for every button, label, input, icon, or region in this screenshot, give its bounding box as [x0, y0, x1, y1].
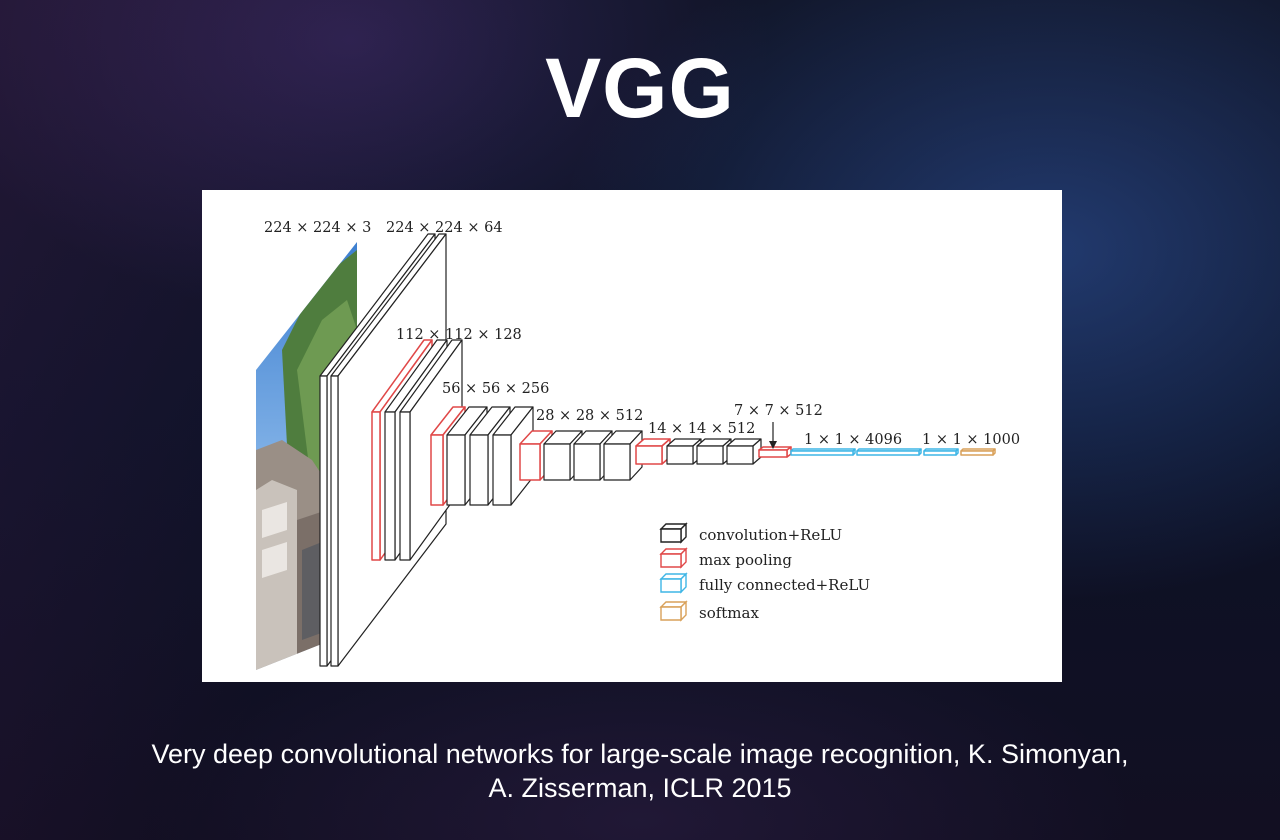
legend-label-fc: fully connected+ReLU [699, 576, 870, 594]
softmax-box [960, 448, 996, 456]
legend-label-pool: max pooling [699, 551, 792, 569]
label-block5-size: 14 × 14 × 512 [648, 421, 755, 437]
label-block3-size: 56 × 56 × 256 [442, 381, 549, 397]
label-softmax-size: 1 × 1 × 1000 [922, 432, 1020, 448]
legend-icon-softmax [659, 600, 688, 622]
label-input-size: 224 × 224 × 3 [264, 220, 371, 236]
conv5-1-box [666, 438, 702, 465]
legend-label-conv: convolution+ReLU [699, 526, 842, 544]
caption-line-2: A. Zisserman, ICLR 2015 [488, 773, 792, 803]
fc7-box [856, 448, 922, 456]
conv4-3-box [603, 430, 643, 481]
vgg-diagram: 224 × 224 × 3 224 × 224 × 64 112 × 112 ×… [256, 220, 1020, 670]
citation-caption: Very deep convolutional networks for lar… [0, 737, 1280, 805]
conv5-3-box [726, 438, 762, 465]
legend: convolution+ReLU max pooling fully conne… [659, 522, 870, 622]
fc8-box [923, 448, 959, 456]
conv5-2-box [696, 438, 732, 465]
legend-label-softmax: softmax [699, 604, 759, 622]
pool4-box [635, 438, 671, 465]
caption-line-1: Very deep convolutional networks for lar… [151, 739, 1129, 769]
legend-icon-fc [659, 572, 688, 594]
fc6-box [790, 448, 856, 456]
label-block2-size: 112 × 112 × 128 [396, 327, 522, 343]
legend-icon-conv [659, 522, 688, 544]
label-block4-size: 28 × 28 × 512 [536, 408, 643, 424]
legend-icon-pool [659, 547, 688, 569]
slide-title: VGG [545, 41, 735, 135]
label-block1-size: 224 × 224 × 64 [386, 220, 503, 236]
vgg-architecture-figure: 224 × 224 × 3 224 × 224 × 64 112 × 112 ×… [202, 190, 1062, 682]
label-pool5-size: 7 × 7 × 512 [734, 403, 823, 419]
pool5-pointer-arrow [769, 422, 777, 449]
label-fc-size: 1 × 1 × 4096 [804, 432, 902, 448]
pool5-box [758, 446, 792, 458]
